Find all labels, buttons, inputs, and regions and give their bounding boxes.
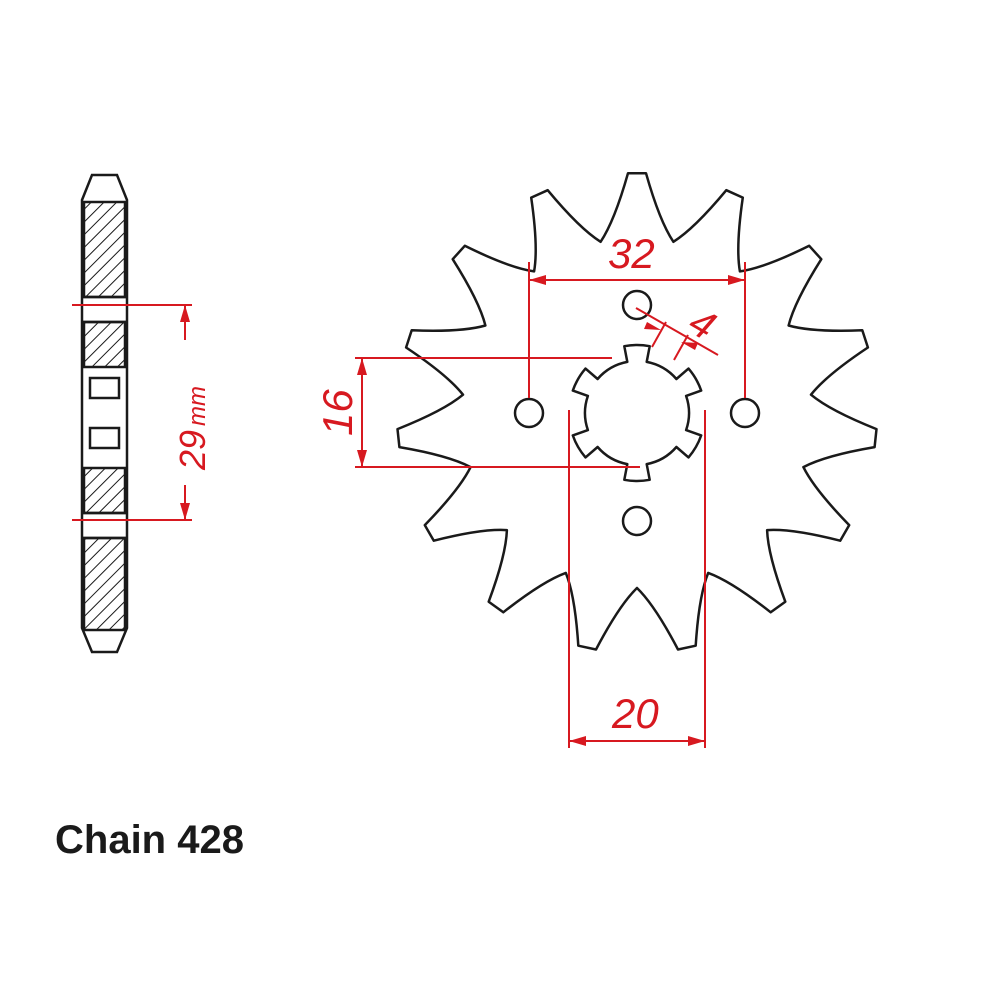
offset-dimension-label: 29mm <box>172 386 213 471</box>
bolt-hole-right <box>729 397 761 429</box>
hole-spacing-dimension <box>528 262 746 398</box>
bolt-hole-top <box>621 289 653 321</box>
hole-diameter-dimension <box>635 307 719 361</box>
spline-outer-label: 20 <box>611 690 659 737</box>
offset-dimension <box>72 304 192 521</box>
hatch-block-small <box>88 376 121 400</box>
spline-hub <box>571 343 703 483</box>
hatched-section-mid-lower <box>82 466 127 515</box>
hole-spacing-label: 32 <box>608 230 655 277</box>
spline-inner-label: 16 <box>314 389 361 436</box>
bolt-hole-left <box>513 397 545 429</box>
bolt-hole-bottom <box>621 505 653 537</box>
sprocket-outline <box>396 171 878 651</box>
side-profile-view <box>80 173 129 654</box>
hatched-section-lower <box>82 536 127 632</box>
spline-inner-dimension <box>355 357 640 468</box>
hatched-section-mid-upper <box>82 320 127 369</box>
side-profile-outline <box>80 173 129 654</box>
hole-diameter-label: 4 <box>682 300 723 349</box>
spline-outer-dimension <box>568 410 706 748</box>
chain-caption: Chain 428 <box>55 818 244 862</box>
hatch-block-small <box>88 426 121 450</box>
hatched-section-upper <box>82 200 127 299</box>
sprocket-front-view <box>396 171 878 651</box>
